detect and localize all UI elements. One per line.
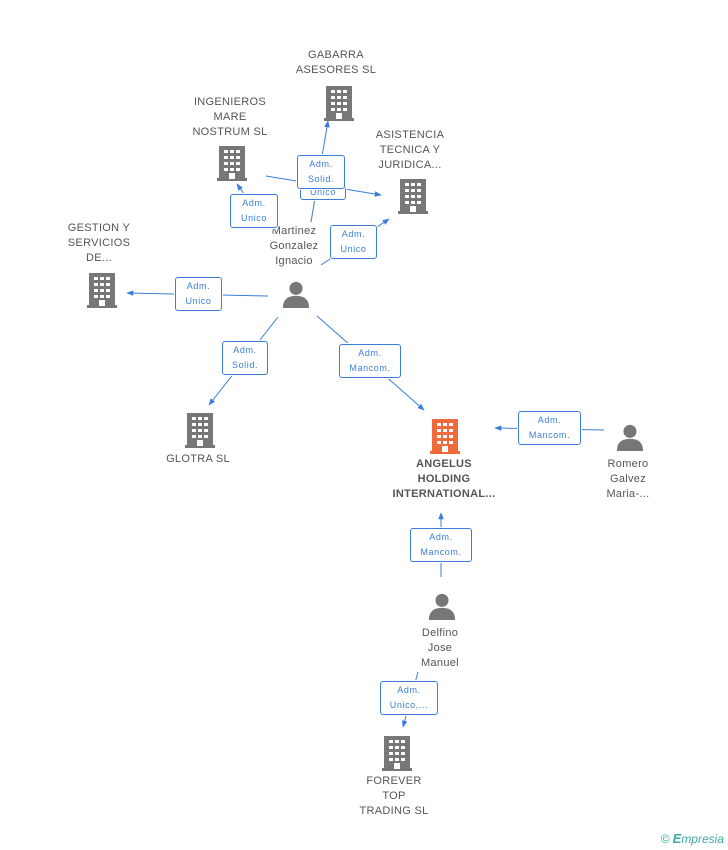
brand-initial: E — [672, 831, 682, 846]
building-icon — [324, 86, 354, 121]
node-label-forever[interactable]: FOREVER TOP TRADING SL — [359, 775, 429, 817]
person-icon — [282, 281, 310, 308]
brand-name: mpresia — [681, 832, 724, 846]
edge-badge-glotra[interactable]: Adm. Solid. — [222, 341, 268, 375]
edge-badge-gabarra[interactable]: Adm. Solid. — [297, 155, 345, 189]
node-label-romero[interactable]: Romero Galvez Maria-... — [606, 458, 650, 500]
building-icon — [430, 419, 460, 454]
node-label-asistencia[interactable]: ASISTENCIA TECNICA Y JURIDICA... — [375, 129, 445, 171]
building-icon — [185, 413, 215, 448]
edge-badge-delfino-forever[interactable]: Adm. Unico,... — [380, 681, 438, 715]
edge-badge-delfino-angelus[interactable]: Adm. Mancom. — [410, 528, 472, 562]
person-icon — [616, 424, 644, 451]
copyright-symbol: © — [660, 832, 670, 846]
building-icon — [217, 146, 247, 181]
node-label-glotra[interactable]: GLOTRA SL — [166, 453, 230, 465]
node-label-ingenieros[interactable]: INGENIEROS MARE NOSTRUM SL — [192, 96, 268, 138]
edge-badge-angelus[interactable]: Adm. Mancom. — [339, 344, 401, 378]
edge-badge-gestion[interactable]: Adm. Unico — [175, 277, 222, 311]
node-label-delfino[interactable]: Delfino Jose Manuel — [421, 627, 459, 669]
building-icon — [87, 273, 117, 308]
node-label-martinez[interactable]: Martinez Gonzalez Ignacio — [269, 225, 319, 267]
edge-badge-ingenieros[interactable]: Adm. Unico — [230, 194, 278, 228]
node-label-angelus[interactable]: ANGELUS HOLDING INTERNATIONAL... — [392, 458, 496, 500]
edge-badge-romero-angelus[interactable]: Adm. Mancom. — [518, 411, 581, 445]
edge-badge-asistencia[interactable]: Adm. Unico — [330, 225, 377, 259]
node-label-gabarra[interactable]: GABARRA ASESORES SL — [295, 49, 377, 76]
building-icon — [398, 179, 428, 214]
node-label-gestion[interactable]: GESTION Y SERVICIOS DE... — [67, 222, 131, 264]
building-icon — [382, 736, 412, 771]
person-icon — [428, 593, 456, 620]
empresia-watermark[interactable]: ©Empresia — [661, 831, 724, 846]
